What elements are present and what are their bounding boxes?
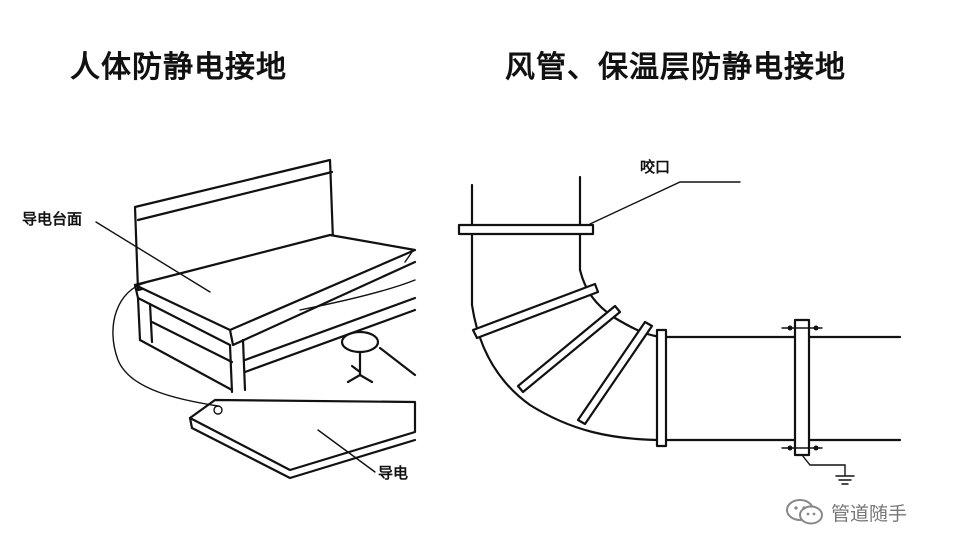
conductive-mat (188, 398, 417, 472)
title-duct-grounding: 风管、保温层防静电接地 (505, 50, 846, 85)
label-seam: 咬口 (640, 158, 671, 176)
stool-seat (340, 330, 380, 354)
watermark: 管道随手 (785, 497, 907, 527)
grounding-wire (112, 282, 219, 407)
duct-elbow (457, 175, 902, 485)
ground-lead (801, 454, 846, 476)
conductive-tabletop (133, 233, 417, 332)
title-human-grounding: 人体防静电接地 (70, 50, 287, 85)
wechat-icon (786, 499, 823, 525)
grounding-flange (793, 318, 811, 457)
label-conductive-tabletop: 导电台面 (22, 210, 83, 228)
seam-leader (589, 181, 741, 225)
label-conductive-mat: 导电 (378, 464, 409, 482)
watermark-text: 管道随手 (831, 502, 908, 525)
flange-top (457, 223, 595, 236)
workbench (95, 158, 417, 480)
